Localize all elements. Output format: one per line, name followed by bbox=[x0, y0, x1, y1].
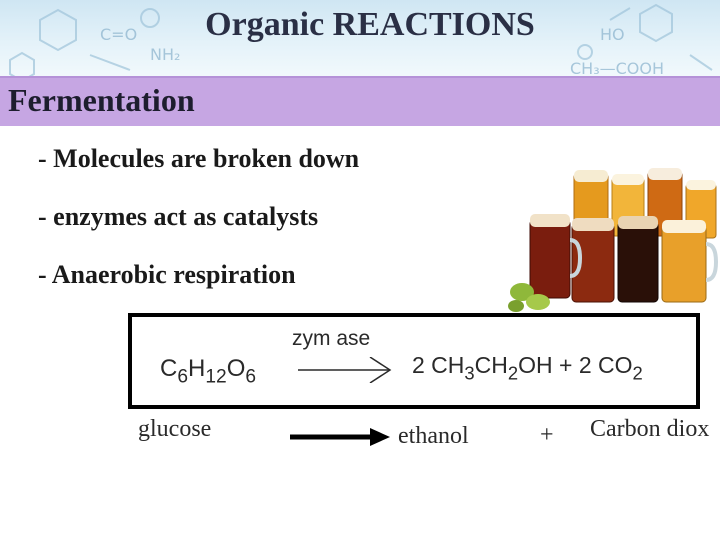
formula-text: CH bbox=[474, 352, 508, 378]
formula-text: H bbox=[188, 355, 206, 382]
formula-subscript: 6 bbox=[245, 366, 257, 388]
section-bar: Fermentation bbox=[0, 76, 720, 126]
bullet-item: - Anaerobic respiration bbox=[38, 260, 296, 289]
bullet-item: - enzymes act as catalysts bbox=[38, 202, 319, 231]
word-product-carbon-dioxide: Carbon diox bbox=[590, 416, 710, 442]
word-reactant: glucose bbox=[138, 416, 212, 442]
svg-text:CH₃—COOH: CH₃—COOH bbox=[570, 59, 664, 78]
svg-text:HO: HO bbox=[600, 25, 625, 44]
formula-subscript: 6 bbox=[177, 366, 189, 388]
header-banner: C=O NH₂ CH₃—COOH HO Organic REACTIONS bbox=[0, 0, 720, 78]
formula-subscript: 2 bbox=[507, 362, 519, 384]
arrow-right-icon bbox=[290, 428, 390, 446]
formula-text: 2 CH bbox=[412, 352, 465, 378]
chemistry-pattern-icon: C=O NH₂ CH₃—COOH HO bbox=[9, 3, 713, 78]
reaction-arrow-icon bbox=[298, 357, 392, 383]
page-title: Organic REACTIONS bbox=[205, 6, 535, 43]
svg-text:NH₂: NH₂ bbox=[150, 45, 180, 64]
enzyme-label: zym ase bbox=[292, 327, 371, 350]
section-title: Fermentation bbox=[8, 82, 195, 118]
formula-text: C bbox=[160, 355, 178, 382]
formula-subscript: 3 bbox=[464, 362, 475, 384]
svg-text:C=O: C=O bbox=[100, 25, 137, 44]
word-product-ethanol: ethanol bbox=[398, 423, 469, 449]
formula-text: O bbox=[226, 355, 246, 382]
bullet-item: - Molecules are broken down bbox=[38, 144, 360, 173]
formula-text: OH + 2 CO bbox=[518, 352, 633, 378]
chemical-equation: C6H12O6 zym ase 2 CH3CH2OH + 2 CO2 bbox=[128, 313, 700, 409]
formula-subscript: 12 bbox=[205, 366, 227, 388]
product-formula: 2 CH3CH2OH + 2 CO2 bbox=[412, 352, 643, 384]
reactant-formula: C6H12O6 bbox=[160, 355, 256, 389]
plus-sign: + bbox=[540, 422, 554, 448]
formula-subscript: 2 bbox=[632, 362, 643, 384]
beer-glasses-image bbox=[508, 164, 720, 314]
